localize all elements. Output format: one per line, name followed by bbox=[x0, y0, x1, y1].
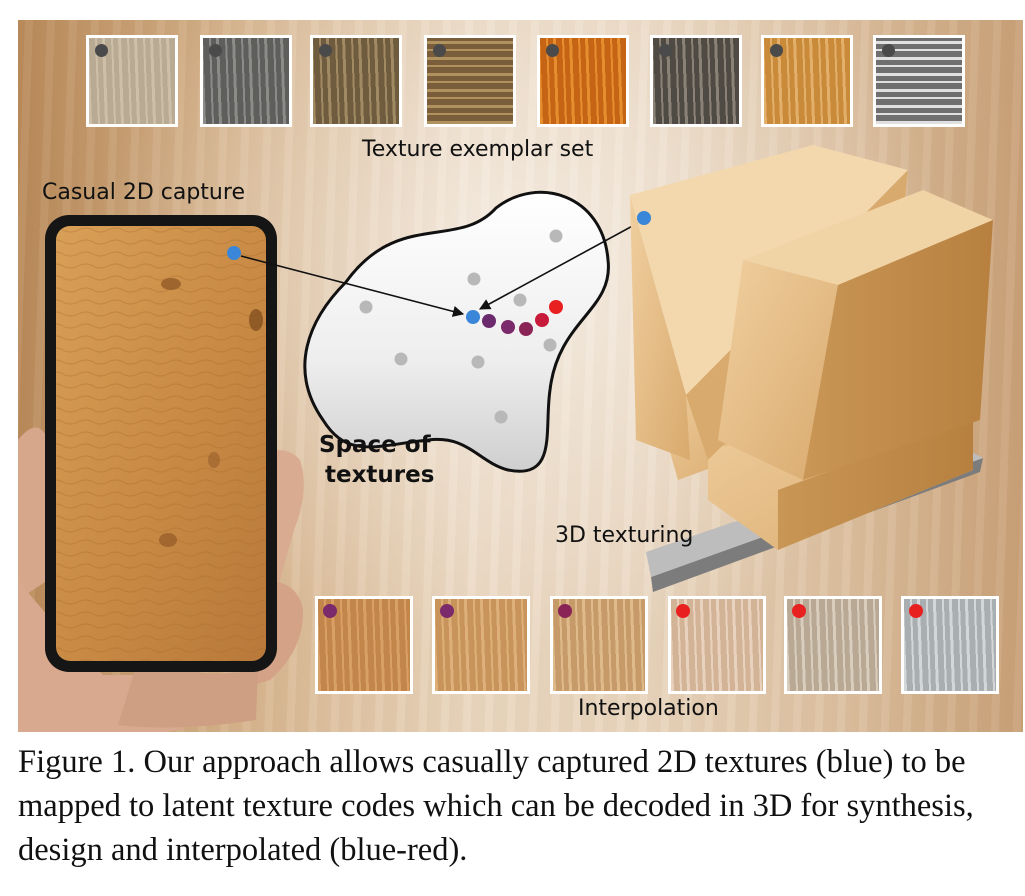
space-label-line1: Space of bbox=[319, 432, 431, 458]
casual-capture-label: Casual 2D capture bbox=[42, 180, 245, 205]
interpolation-dot bbox=[549, 300, 563, 314]
interpolation-tile bbox=[432, 596, 530, 694]
exemplar-set-label: Texture exemplar set bbox=[362, 137, 594, 162]
latent-code-dot bbox=[471, 355, 485, 369]
space-of-textures-label: Space of textures bbox=[319, 430, 434, 490]
interpolation-label: Interpolation bbox=[578, 696, 719, 721]
latent-code-dot bbox=[513, 293, 527, 307]
exemplar-tile bbox=[537, 35, 629, 127]
exemplar-tile bbox=[761, 35, 853, 127]
object-arrow bbox=[479, 222, 639, 310]
exemplar-dot bbox=[659, 44, 672, 57]
exemplar-dot bbox=[882, 44, 895, 57]
interpolation-tile-dot bbox=[440, 604, 454, 618]
latent-code-dot bbox=[467, 272, 481, 286]
figure-caption: Figure 1. Our approach allows casually c… bbox=[18, 744, 974, 868]
object-blue-dot bbox=[637, 211, 651, 225]
latent-space-blob bbox=[240, 191, 639, 473]
interpolation-tile-dot bbox=[323, 604, 337, 618]
interpolation-tile bbox=[315, 596, 413, 694]
exemplar-tile bbox=[200, 35, 292, 127]
interpolation-tile-dot bbox=[909, 604, 923, 618]
exemplar-dot bbox=[319, 44, 332, 57]
interpolation-dot bbox=[535, 313, 549, 327]
interpolation-tile bbox=[668, 596, 766, 694]
interpolation-tile-dot bbox=[676, 604, 690, 618]
interpolation-dot bbox=[482, 314, 496, 328]
exemplar-tile bbox=[310, 35, 402, 127]
exemplar-tile bbox=[424, 35, 516, 127]
capture-arrow bbox=[240, 255, 465, 317]
exemplar-dot bbox=[770, 44, 783, 57]
capture-blue-dot bbox=[227, 246, 241, 260]
interpolation-tile bbox=[901, 596, 999, 694]
interpolation-tile bbox=[784, 596, 882, 694]
interpolation-dot bbox=[501, 320, 515, 334]
interpolation-tile bbox=[550, 596, 648, 694]
interpolation-dot bbox=[466, 310, 480, 324]
exemplar-tile bbox=[650, 35, 742, 127]
illustration bbox=[18, 145, 993, 732]
latent-code-dot bbox=[394, 352, 408, 366]
latent-code-dot bbox=[549, 229, 563, 243]
texturing-3d-label: 3D texturing bbox=[555, 523, 694, 548]
space-label-line2: textures bbox=[325, 462, 435, 488]
exemplar-dot bbox=[546, 44, 559, 57]
latent-code-dot bbox=[543, 338, 557, 352]
phone bbox=[45, 215, 277, 672]
exemplar-dot bbox=[433, 44, 446, 57]
latent-code-dot bbox=[494, 410, 508, 424]
interpolation-dot bbox=[519, 322, 533, 336]
exemplar-tile bbox=[86, 35, 178, 127]
latent-code-dot bbox=[359, 300, 373, 314]
interpolation-tile-dot bbox=[792, 604, 806, 618]
figure-image: Texture exemplar set Casual 2D capture bbox=[18, 20, 1023, 732]
textured-3d-object bbox=[630, 145, 993, 592]
interpolation-tile-dot bbox=[558, 604, 572, 618]
exemplar-dot bbox=[209, 44, 222, 57]
exemplar-dot bbox=[95, 44, 108, 57]
exemplar-tile bbox=[873, 35, 965, 127]
